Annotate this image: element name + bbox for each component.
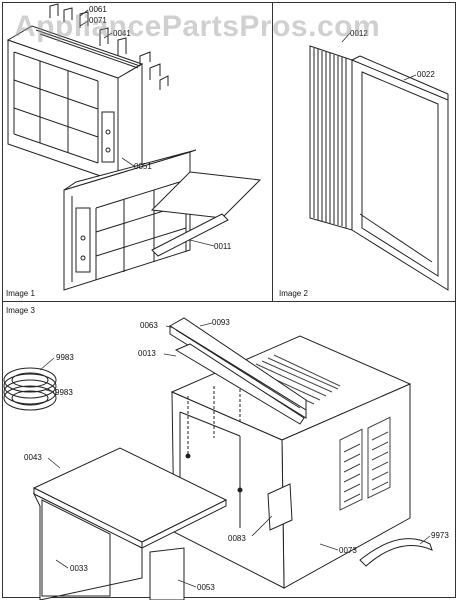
front-panel-part <box>64 150 196 290</box>
callout-0041: 0041 <box>113 29 131 38</box>
front-grille-part <box>8 26 142 182</box>
bracket-part <box>268 484 292 530</box>
image-2-label: Image 2 <box>279 289 308 298</box>
image-3-label: Image 3 <box>6 306 35 315</box>
callout-0051: 0051 <box>134 162 152 171</box>
callout-0022: 0022 <box>417 70 435 79</box>
callout-0033: 0033 <box>70 564 88 573</box>
callout-0063: 0063 <box>140 321 158 330</box>
side-panel-part <box>34 494 142 600</box>
callout-0012: 0012 <box>350 29 368 38</box>
grille-clips-part <box>50 4 168 90</box>
wrapper-top-part <box>34 448 226 548</box>
callout-9973: 9973 <box>431 531 449 540</box>
front-plate-part <box>150 548 184 600</box>
callout-0093: 0093 <box>212 318 230 327</box>
filter-tray-part <box>152 172 260 256</box>
power-cord-part <box>4 368 56 410</box>
callout-0043: 0043 <box>24 453 42 462</box>
curtain-frame-part <box>352 56 448 290</box>
callout-0053: 0053 <box>197 583 215 592</box>
side-curtain-part <box>310 46 352 230</box>
callout-0061: 0061 <box>89 5 107 14</box>
callout-0011: 0011 <box>214 242 232 251</box>
top-rail-part <box>170 318 306 424</box>
callout-0013: 0013 <box>138 349 156 358</box>
callout-0073: 0073 <box>339 546 357 555</box>
callout-9983-top: 9983 <box>56 353 74 362</box>
callout-9983-bottom: 9983 <box>55 388 73 397</box>
callout-0071: 0071 <box>89 16 107 25</box>
cabinet-part <box>172 336 410 588</box>
callout-0083: 0083 <box>228 534 246 543</box>
support-bracket-part <box>360 539 432 566</box>
image-1-label: Image 1 <box>6 289 35 298</box>
